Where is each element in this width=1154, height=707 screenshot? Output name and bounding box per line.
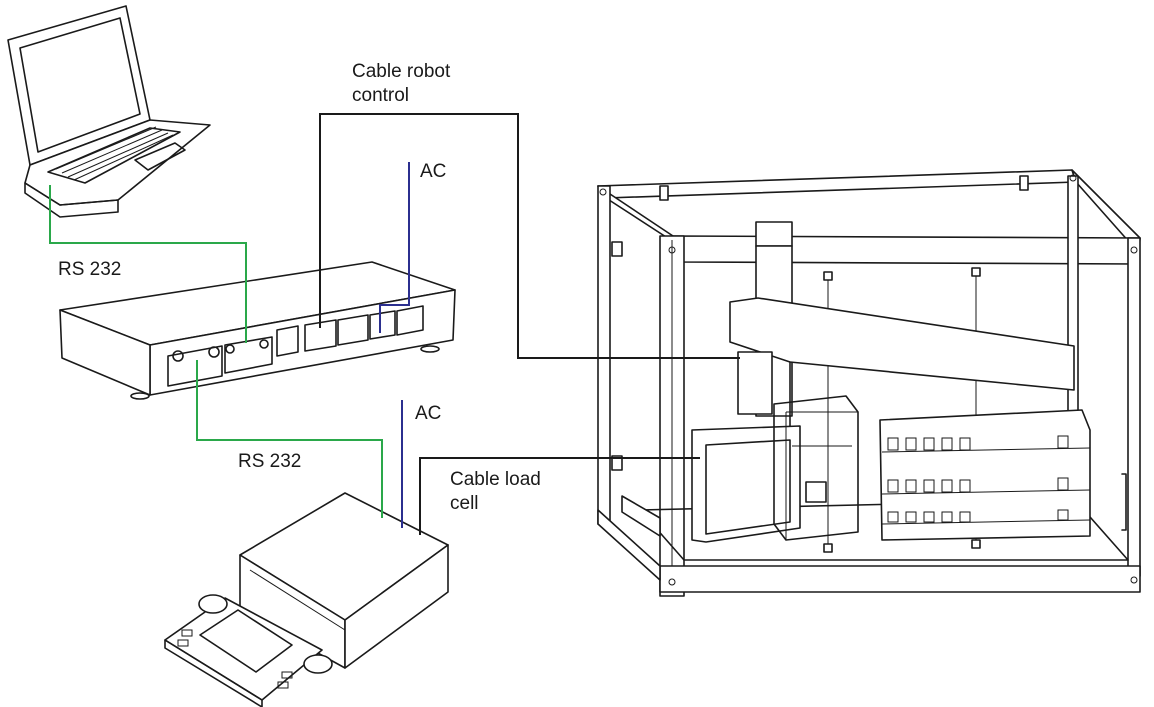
ac-cable-controller — [379, 162, 410, 333]
ac-top-label: AC — [420, 161, 447, 182]
cable-robot-control-line2: control — [352, 85, 410, 106]
balance-scale-icon — [164, 492, 449, 707]
rs232-laptop-label: RS 232 — [58, 259, 122, 280]
laptop-icon — [7, 5, 211, 218]
robot-control-cable — [319, 113, 740, 359]
rs232-cable-laptop — [49, 185, 247, 343]
ac-bottom-label: AC — [415, 403, 442, 424]
cable-robot-control-label: Cable robot control — [352, 60, 450, 108]
robot-frame-icon — [597, 169, 1141, 597]
cable-robot-control-line1: Cable robot — [352, 61, 451, 82]
cable-load-cell-line1: Cable load — [450, 469, 541, 490]
cable-load-cell-label: Cable load cell — [450, 468, 541, 516]
load-cell-cable — [419, 457, 700, 535]
rs232-balance-label: RS 232 — [238, 451, 302, 472]
rs232-cable-balance — [196, 360, 383, 518]
controller-box-icon — [59, 261, 456, 400]
cable-load-cell-line2: cell — [450, 493, 479, 514]
